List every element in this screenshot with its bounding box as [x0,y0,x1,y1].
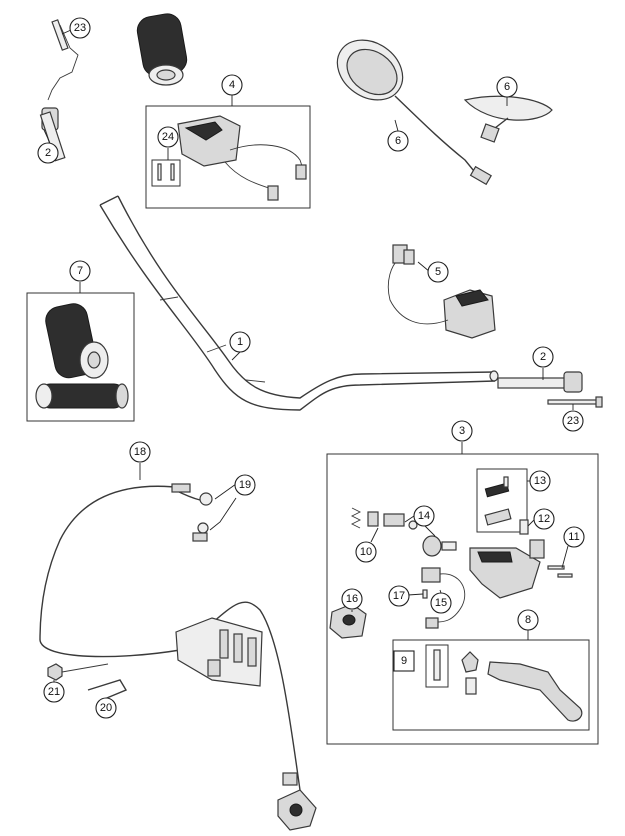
callout-6-left: 6 [387,130,409,152]
svg-text:2: 2 [540,351,546,363]
svg-text:14: 14 [418,510,430,522]
screw-pair [151,159,181,187]
svg-text:4: 4 [229,79,235,91]
cable-bracket [175,617,263,687]
svg-text:2: 2 [45,147,51,159]
svg-text:9: 9 [401,655,407,667]
callout-11: 11 [563,526,585,548]
grip-top [136,13,188,86]
callout-20: 20 [95,697,117,719]
callout-10: 10 [355,541,377,563]
clutch-slave-cylinder [277,772,317,831]
nut-and-clip [47,663,128,701]
callout-13: 13 [529,470,551,492]
callout-23-right: 23 [562,410,584,432]
callout-17: 17 [388,585,410,607]
svg-text:13: 13 [534,475,546,487]
svg-text:12: 12 [538,513,550,525]
svg-text:21: 21 [48,686,60,698]
callout-3: 3 [451,420,473,442]
callout-12: 12 [533,508,555,530]
mirror-left [336,39,492,186]
callout-19: 19 [234,474,256,496]
svg-text:17: 17 [393,590,405,602]
svg-text:18: 18 [134,446,146,458]
callout-2-right: 2 [532,346,554,368]
svg-text:8: 8 [525,614,531,626]
left-switch-assembly [151,115,307,201]
group-box-4 [145,105,311,209]
callout-9: 9 [393,650,415,672]
svg-text:11: 11 [568,531,579,543]
bar-end-weight-right [497,371,603,408]
clutch-cable-assembly [39,483,301,791]
svg-text:15: 15 [435,597,447,609]
callout-1: 1 [229,331,251,353]
callout-18: 18 [129,441,151,463]
group-box-13 [476,468,528,533]
svg-text:5: 5 [435,266,441,278]
callout-5: 5 [427,261,449,283]
svg-text:7: 7 [77,265,83,277]
callout-6-right: 6 [496,76,518,98]
svg-text:24: 24 [162,131,174,143]
bar-end-weight-left [39,19,79,162]
callout-8: 8 [517,609,539,631]
group-box-3 [326,453,599,745]
svg-text:6: 6 [504,81,510,93]
handlebar [99,195,499,411]
group-box-8 [392,639,590,731]
svg-text:23: 23 [567,415,579,427]
mirror-right [463,95,553,143]
svg-text:6: 6 [395,135,401,147]
svg-text:19: 19 [239,479,251,491]
svg-text:16: 16 [346,593,358,605]
svg-text:10: 10 [360,546,372,558]
callout-16: 16 [341,588,363,610]
right-switch-assembly [387,244,496,339]
svg-text:1: 1 [237,336,243,348]
callout-15: 15 [430,592,452,614]
callout-24: 24 [157,126,179,148]
callout-4: 4 [221,74,243,96]
callout-14: 14 [413,505,435,527]
group-box-7 [26,292,135,422]
svg-text:20: 20 [100,702,112,714]
grip-kit [35,303,129,409]
svg-text:23: 23 [74,22,86,34]
master-cylinder-parts [329,476,583,722]
svg-text:3: 3 [459,425,465,437]
callout-23-top: 23 [69,17,91,39]
callout-7: 7 [69,260,91,282]
callout-21: 21 [43,681,65,703]
callout-2-left: 2 [37,142,59,164]
